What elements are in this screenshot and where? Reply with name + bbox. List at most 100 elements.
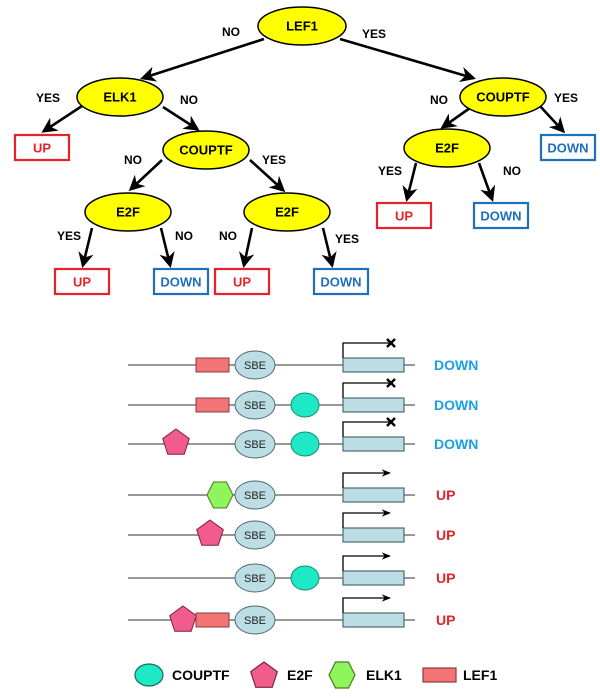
tree-edge-arrow	[339, 37, 476, 82]
legend-label: E2F	[287, 667, 313, 683]
edge-label-no: NO	[180, 93, 198, 107]
node-ellipse	[257, 6, 347, 46]
leaf-label: DOWN	[547, 141, 588, 156]
sbe-label: SBE	[244, 573, 266, 585]
edge-label-no: NO	[175, 229, 193, 243]
gene-body	[342, 570, 405, 586]
leaf-box	[539, 133, 597, 162]
tree-edge-arrow	[159, 227, 175, 269]
tree-edge-arrow	[128, 159, 163, 192]
node-label: ELK1	[103, 90, 136, 105]
tree-node-couptf-r: COUPTF	[459, 77, 547, 117]
leaf-box	[53, 267, 111, 296]
blocked-x-icon	[386, 338, 396, 348]
tree-node-couptf-l: COUPTF	[162, 130, 250, 170]
leaf-label: UP	[233, 275, 251, 290]
node-label: E2F	[116, 205, 140, 220]
outcome-label: UP	[436, 570, 455, 586]
leaf-down: DOWN	[152, 267, 210, 296]
tree-edge-arrow	[321, 227, 337, 269]
leaf-label: UP	[395, 209, 413, 224]
tree-edge-arrow	[162, 105, 200, 131]
lef1-site	[195, 397, 230, 413]
leaf-box	[213, 267, 271, 296]
leaf-label: DOWN	[320, 275, 361, 290]
couptf-icon	[134, 663, 164, 687]
couptf-site	[290, 392, 320, 418]
sbe-element	[234, 429, 276, 459]
gene-body	[342, 527, 405, 543]
tree-node-e2f-r: E2F	[403, 128, 491, 168]
legend-label: LEF1	[463, 667, 497, 683]
edge-label-yes: YES	[335, 232, 359, 246]
tree-edge-arrow	[140, 37, 265, 82]
tss-arrow	[342, 509, 391, 528]
edge-label-no: NO	[503, 164, 521, 178]
tss-arrow	[342, 421, 390, 437]
sbe-element	[234, 563, 276, 593]
leaf-down: DOWN	[312, 267, 370, 296]
tss-arrow	[342, 469, 391, 488]
blocked-x-icon	[386, 378, 396, 388]
leaf-label: UP	[33, 141, 51, 156]
sbe-element	[234, 605, 276, 635]
edge-label-yes: YES	[362, 27, 386, 41]
tree-node-lef1: LEF1	[257, 6, 347, 46]
node-ellipse	[403, 128, 491, 168]
outcome-label: UP	[436, 487, 455, 503]
leaf-box	[375, 201, 433, 230]
edge-label-yes: YES	[262, 153, 286, 167]
sbe-element	[234, 520, 276, 550]
construct-row: SBE UP	[128, 552, 455, 593]
tree-edge-arrow	[41, 104, 83, 133]
edge-label-no: NO	[219, 229, 237, 243]
edge-label-no: NO	[430, 93, 448, 107]
leaf-box	[152, 267, 210, 296]
gene-body	[342, 487, 405, 503]
tss-arrow	[342, 594, 391, 613]
tree-edge-arrow	[477, 162, 496, 202]
couptf-site	[290, 431, 320, 457]
tree-node-elk1: ELK1	[76, 77, 164, 117]
edge-label-no: NO	[124, 153, 142, 167]
lef1-site	[195, 612, 230, 628]
leaf-up: UP	[53, 267, 111, 296]
tree-edge-arrow	[78, 227, 94, 269]
tss-arrow	[342, 342, 390, 358]
tree-edge-arrow	[239, 227, 255, 269]
node-ellipse	[76, 77, 164, 117]
tree-node-e2f-ll: E2F	[84, 192, 172, 232]
lef1-icon	[422, 667, 457, 683]
gene-body	[342, 436, 405, 452]
sbe-label: SBE	[244, 615, 266, 627]
outcome-label: DOWN	[434, 436, 478, 452]
outcome-label: UP	[436, 527, 455, 543]
edge-label-yes: YES	[57, 229, 81, 243]
tree-edge-arrow	[539, 105, 566, 134]
leaf-up: UP	[13, 133, 71, 162]
outcome-label: DOWN	[434, 397, 478, 413]
gene-body	[342, 397, 405, 413]
leaf-down: DOWN	[539, 133, 597, 162]
edge-label-yes: YES	[378, 164, 402, 178]
couptf-site	[290, 565, 320, 591]
e2f-site	[162, 428, 190, 455]
blocked-x-icon	[386, 417, 396, 427]
tree-edge-arrow	[249, 159, 286, 193]
leaf-down: DOWN	[472, 201, 530, 230]
node-ellipse	[162, 130, 250, 170]
leaf-box	[13, 133, 71, 162]
node-label: COUPTF	[476, 90, 530, 105]
node-label: E2F	[435, 141, 459, 156]
leaf-label: DOWN	[480, 209, 521, 224]
edge-label-no: NO	[222, 25, 240, 39]
elk1-site	[206, 481, 234, 509]
e2f-site	[169, 605, 197, 632]
leaf-box	[472, 201, 530, 230]
